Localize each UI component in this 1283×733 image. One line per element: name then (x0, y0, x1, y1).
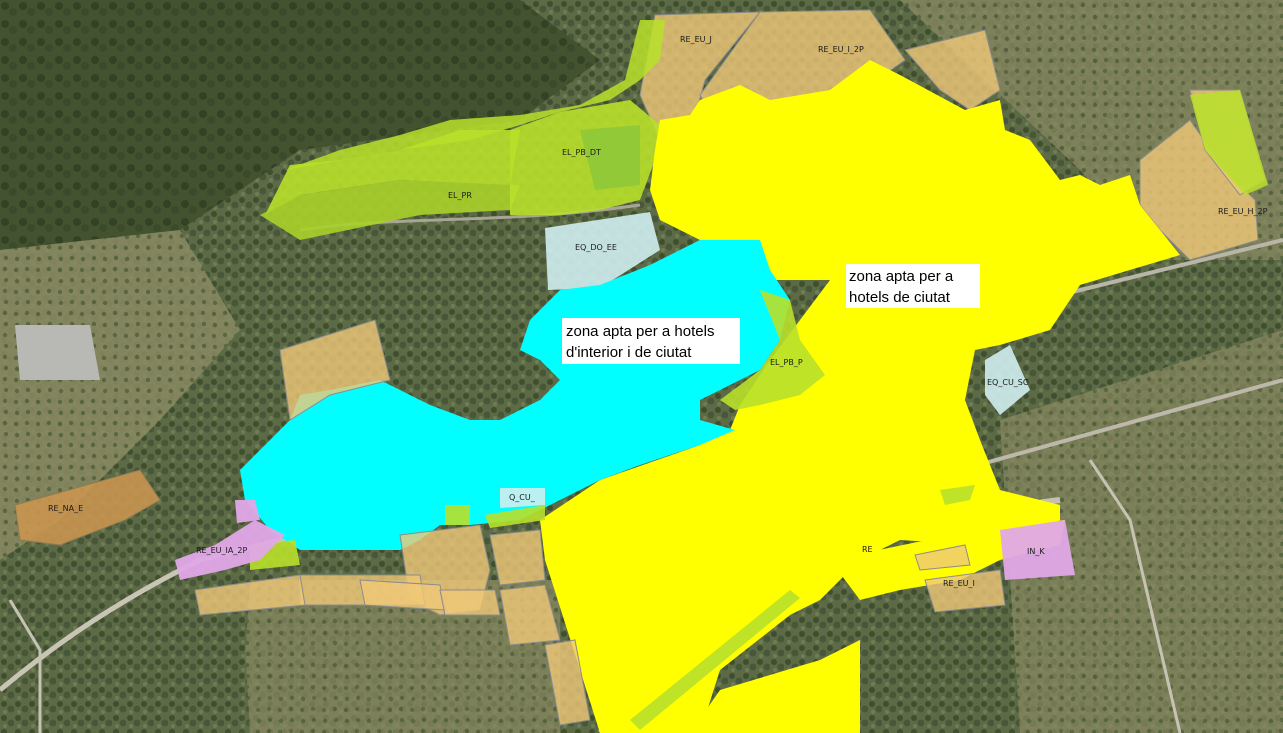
equipment-zone-eq-cu-sc (985, 345, 1030, 415)
hotel-interior-zone (240, 240, 790, 550)
residential-zones-west (194, 319, 1006, 726)
callout-city-hotels-line2: hotels de ciutat (849, 289, 951, 306)
green-strip-road (630, 590, 800, 730)
zone-label-eq-cu-sc: EQ_CU_SC (987, 378, 1029, 387)
zone-label-re-na-e: RE_NA_E (48, 504, 83, 513)
zone-label-el-pb-dt: EL_PB_DT (562, 148, 601, 157)
industrial-zone-re-eu-ia-2p (175, 520, 285, 580)
industrial-zone-small (235, 500, 260, 523)
zone-label-re-mid: RE (862, 545, 873, 554)
callout-city-hotels-line1: zona apta per a (849, 268, 954, 285)
callout-city-hotels: zona apta per a hotels de ciutat (846, 264, 980, 308)
zone-label-in-k: IN_K (1027, 547, 1045, 556)
callout-interior-hotels-line1: zona apta per a hotels (566, 323, 714, 340)
zone-label-re-eu-i: RE_EU_I (943, 579, 975, 588)
equipment-zone-eq-do-ee (545, 212, 660, 290)
urban-zone-re-na-e (14, 469, 161, 546)
equipment-zone-eq-cu (500, 488, 545, 508)
zone-label-el-pb-p: EL_PB_P (770, 358, 803, 367)
zone-label-eq-do-ee: EQ_DO_EE (575, 243, 617, 252)
zone-label-re-eu-i-2p: RE_EU_I_2P (818, 45, 864, 54)
zone-labels: RE_EU_J RE_EU_I_2P EL_PB_DT EL_PR EQ_DO_… (48, 35, 1268, 588)
callout-interior-hotels-line2: d'interior i de ciutat (566, 344, 692, 361)
zone-label-eq-cu: Q_CU_ (509, 493, 536, 502)
industrial-zone-in-k (1000, 520, 1075, 580)
callout-interior-hotels: zona apta per a hotels d'interior i de c… (562, 318, 740, 364)
zone-label-el-pr: EL_PR (448, 191, 472, 200)
green-zone-el-pr (260, 20, 665, 240)
zone-label-re-eu-h-2p: RE_EU_H_2P (1218, 207, 1268, 216)
zone-label-re-eu-j: RE_EU_J (680, 35, 712, 44)
green-zone-northeast (1190, 90, 1268, 195)
zone-label-re-eu-ia-2p: RE_EU_IA_2P (196, 546, 247, 555)
